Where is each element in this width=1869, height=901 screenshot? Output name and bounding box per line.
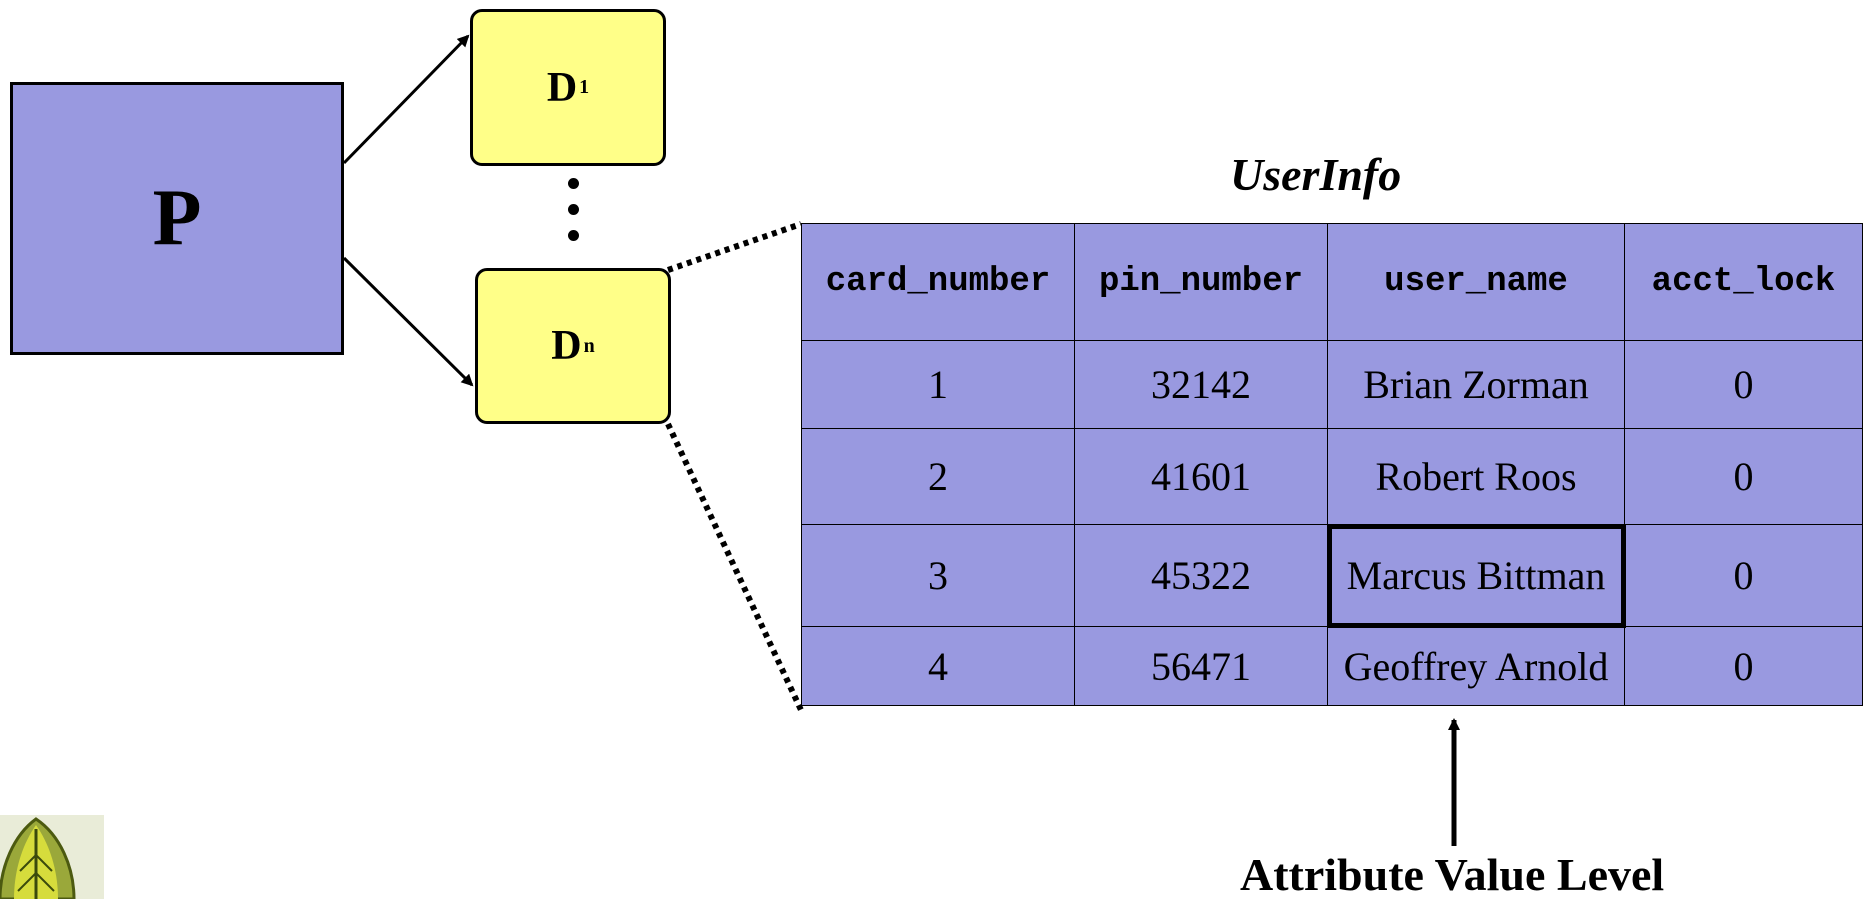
- table-cell: 0: [1624, 428, 1863, 525]
- table-cell: 41601: [1074, 428, 1328, 525]
- column-header: user_name: [1327, 223, 1625, 341]
- table-row: 1 32142 Brian Zorman 0: [801, 340, 1863, 429]
- column-header: acct_lock: [1624, 223, 1863, 341]
- table-cell: 0: [1624, 626, 1863, 706]
- zoom-line-bottom: [665, 422, 804, 712]
- table-cell: 0: [1624, 340, 1863, 429]
- column-header: card_number: [801, 223, 1075, 341]
- table-cell: 32142: [1074, 340, 1328, 429]
- table-title: UserInfo: [1230, 149, 1402, 200]
- table-row: 4 56471 Geoffrey Arnold 0: [801, 626, 1863, 706]
- table-cell: 4: [801, 626, 1075, 706]
- table-cell: 0: [1624, 524, 1863, 627]
- db-last-subscript: n: [583, 334, 595, 357]
- table-row: 3 45322 Marcus Bittman 0: [801, 523, 1863, 628]
- userinfo-table: card_number pin_number user_name acct_lo…: [801, 223, 1863, 706]
- db-last-letter: D: [551, 323, 582, 369]
- table-cell: 2: [801, 428, 1075, 525]
- dot: [568, 204, 579, 215]
- table-cell: 56471: [1074, 626, 1328, 706]
- process-label: P: [152, 174, 202, 262]
- table-cell: Robert Roos: [1327, 428, 1625, 525]
- process-box: P: [10, 82, 344, 355]
- db-first-letter: D: [546, 64, 578, 111]
- db-first-subscript: 1: [579, 76, 590, 98]
- column-header: pin_number: [1074, 223, 1328, 341]
- arrow-p-to-dn: [342, 256, 474, 387]
- caption-label: Attribute Value Level: [1240, 849, 1665, 900]
- table-cell: 1: [801, 340, 1075, 429]
- table-header-row: card_number pin_number user_name acct_lo…: [801, 223, 1863, 341]
- table-row: 2 41601 Robert Roos 0: [801, 428, 1863, 525]
- table-cell: 3: [801, 524, 1075, 627]
- zoom-line-top: [667, 221, 802, 273]
- dot: [568, 178, 579, 189]
- leaf-icon: [0, 815, 104, 899]
- ellipsis-dots: [568, 178, 579, 256]
- dot: [568, 230, 579, 241]
- highlighted-cell: Marcus Bittman: [1326, 523, 1626, 628]
- table-cell: Brian Zorman: [1327, 340, 1625, 429]
- table-cell: Geoffrey Arnold: [1327, 626, 1625, 706]
- arrow-p-to-d1: [342, 34, 470, 165]
- table-cell: 45322: [1074, 524, 1328, 627]
